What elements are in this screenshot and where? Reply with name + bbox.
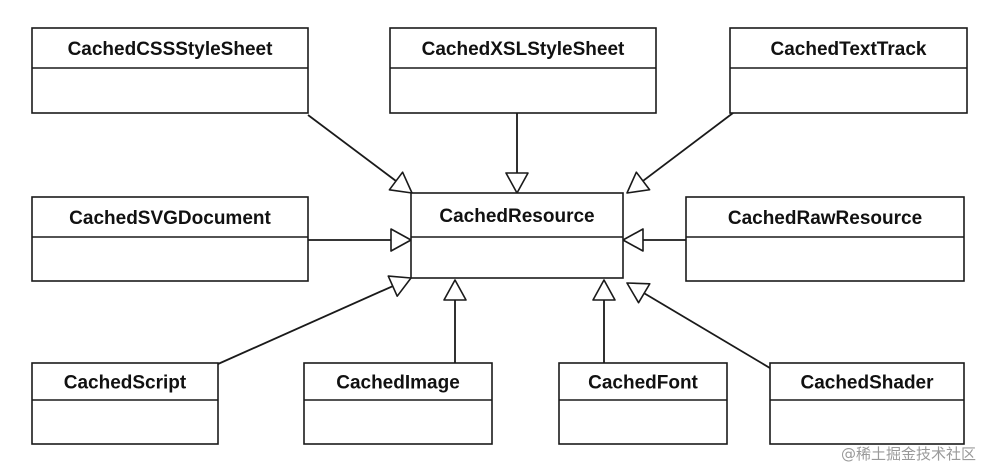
class-box-frame — [685, 196, 965, 282]
generalization-arrowhead — [622, 228, 644, 252]
class-box-svg: CachedSVGDocument — [31, 196, 309, 282]
class-box-frame — [410, 192, 624, 279]
class-box-css: CachedCSSStyleSheet — [31, 27, 309, 114]
class-box-frame — [558, 362, 728, 445]
class-name: CachedFont — [588, 373, 698, 394]
generalization-arrowhead — [388, 171, 413, 194]
class-box-frame — [31, 196, 309, 282]
generalization-arrowhead — [390, 228, 412, 252]
inheritance-arrow-font — [592, 279, 616, 363]
generalization-arrowhead — [387, 275, 412, 297]
inheritance-arrow-script — [217, 275, 412, 365]
generalization-arrowhead — [443, 279, 467, 301]
class-name: CachedTextTrack — [771, 39, 927, 60]
class-box-shader: CachedShader — [769, 362, 965, 445]
class-box-frame — [389, 27, 657, 114]
watermark: @稀土掘金技术社区 — [840, 445, 976, 463]
arrow-line — [307, 114, 397, 182]
inheritance-arrow-image — [443, 279, 467, 363]
inheritance-arrow-xsl — [505, 113, 529, 194]
class-boxes: CachedResource CachedCSSStyleSheet CachedX… — [31, 27, 968, 445]
generalization-arrowhead — [626, 171, 651, 194]
inheritance-links — [217, 112, 781, 375]
class-box-font: CachedFont — [558, 362, 728, 445]
arrow-line — [642, 112, 734, 182]
class-box-frame — [31, 27, 309, 114]
class-box-frame — [729, 27, 968, 114]
class-box-image: CachedImage — [303, 362, 493, 445]
class-name: CachedResource — [439, 206, 594, 227]
generalization-arrowhead — [505, 172, 529, 194]
class-name: CachedRawResource — [728, 208, 922, 229]
inheritance-arrow-shader — [626, 282, 781, 375]
inheritance-arrow-text — [626, 112, 734, 194]
class-name: CachedCSSStyleSheet — [68, 39, 274, 60]
class-name: CachedSVGDocument — [69, 208, 271, 229]
class-name: CachedXSLStyleSheet — [422, 39, 625, 60]
class-box-script: CachedScript — [31, 362, 219, 445]
class-name: CachedScript — [64, 373, 187, 394]
inheritance-arrow-svg — [308, 228, 412, 252]
class-box-text: CachedTextTrack — [729, 27, 968, 114]
generalization-arrowhead — [626, 282, 651, 304]
arrow-line — [217, 285, 394, 365]
class-box-base: CachedResource — [410, 192, 624, 279]
class-box-frame — [31, 362, 219, 445]
arrow-line — [643, 292, 781, 375]
inheritance-arrow-css — [307, 114, 413, 194]
class-name: CachedImage — [336, 373, 460, 394]
inheritance-arrow-raw — [622, 228, 686, 252]
class-box-frame — [769, 362, 965, 445]
class-box-xsl: CachedXSLStyleSheet — [389, 27, 657, 114]
generalization-arrowhead — [592, 279, 616, 301]
class-name: CachedShader — [800, 373, 934, 394]
class-box-raw: CachedRawResource — [685, 196, 965, 282]
class-box-frame — [303, 362, 493, 445]
